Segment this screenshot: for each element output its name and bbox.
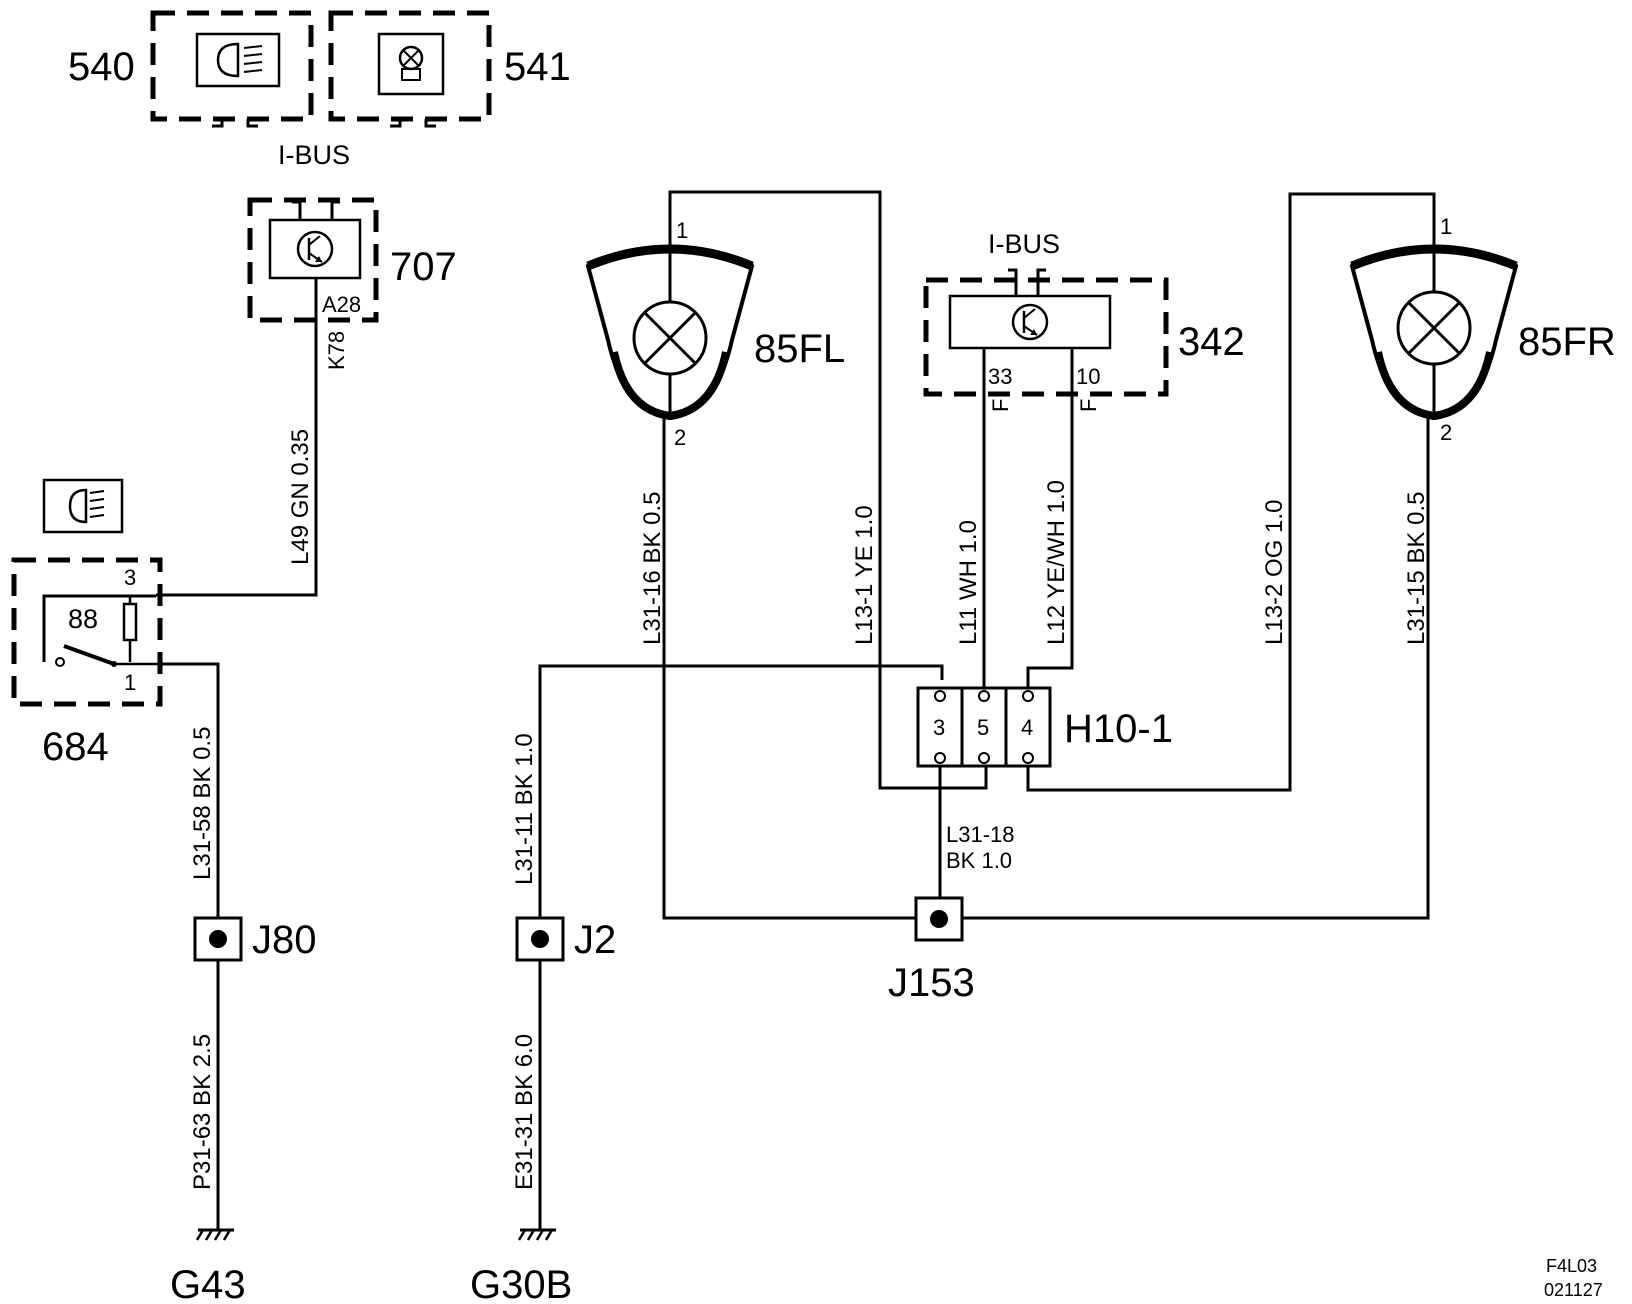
label-wire-l31-18-a: L31-18 xyxy=(946,822,1015,847)
diagram-date: 021127 xyxy=(1544,1280,1603,1300)
label-j2: J2 xyxy=(574,918,616,962)
label-540: 540 xyxy=(68,45,135,89)
relay-number: 88 xyxy=(68,604,98,634)
bulb-monitor-icon xyxy=(398,45,424,81)
connector-h10-1 xyxy=(916,686,1052,768)
label-wire-l31-15: L31-15 BK 0.5 xyxy=(1403,492,1430,645)
wire-l31-58-p31-63 xyxy=(160,662,220,1230)
label-wire-l13-1: L13-1 YE 1.0 xyxy=(851,505,878,645)
label-707: 707 xyxy=(390,245,457,289)
module-pin-33: 33 xyxy=(988,364,1012,389)
module-pin-f2: F xyxy=(1076,399,1101,412)
label-j80: J80 xyxy=(252,918,317,962)
connector-pin-4: 4 xyxy=(1021,715,1033,740)
wire-k78: K78 xyxy=(324,331,349,370)
pin-a28: A28 xyxy=(322,292,361,317)
relay-pin-3: 3 xyxy=(124,565,136,590)
ibus-label-left: I-BUS xyxy=(278,140,350,170)
label-wire-e31-31: E31-31 BK 6.0 xyxy=(511,1034,538,1190)
fr-pin-2: 2 xyxy=(1440,420,1452,445)
module-541 xyxy=(328,10,492,128)
relay-pin-1: 1 xyxy=(124,670,136,695)
wire-l12 xyxy=(1026,348,1074,688)
label-wire-l49: L49 GN 0.35 xyxy=(287,429,314,565)
wire-l13-2 xyxy=(1026,192,1436,792)
label-684: 684 xyxy=(42,725,109,769)
label-h10-1: H10-1 xyxy=(1064,707,1173,751)
wire-l49 xyxy=(156,278,318,597)
label-wire-l31-18-b: BK 1.0 xyxy=(946,848,1012,873)
label-342: 342 xyxy=(1178,320,1245,364)
module-540 xyxy=(150,10,314,128)
splice-j80-dot xyxy=(209,930,227,948)
label-wire-l11: L11 WH 1.0 xyxy=(955,520,982,645)
label-g30b: G30B xyxy=(470,1263,572,1304)
label-wire-l12: L12 YE/WH 1.0 xyxy=(1043,480,1070,645)
diagram-code: F4L03 xyxy=(1546,1256,1597,1276)
label-wire-p31-63: P31-63 BK 2.5 xyxy=(189,1034,216,1190)
fl-pin-1: 1 xyxy=(676,218,688,243)
label-wire-l31-58: L31-58 BK 0.5 xyxy=(189,727,216,880)
label-g43: G43 xyxy=(170,1263,246,1304)
module-342 xyxy=(923,268,1169,397)
splice-j2-dot xyxy=(531,930,549,948)
ibus-label-right: I-BUS xyxy=(988,229,1060,259)
transistor-icon xyxy=(296,230,334,268)
label-85fl: 85FL xyxy=(754,327,845,371)
relay-684 xyxy=(11,557,163,707)
label-j153: J153 xyxy=(888,961,975,1005)
transistor-icon xyxy=(1011,303,1049,341)
label-85fr: 85FR xyxy=(1518,320,1616,364)
fr-pin-1: 1 xyxy=(1440,214,1452,239)
switch-symbol-icon xyxy=(42,478,124,534)
lamp-85fr xyxy=(1349,240,1519,421)
module-pin-f1: F xyxy=(988,399,1013,412)
label-wire-l31-16: L31-16 BK 0.5 xyxy=(639,492,666,645)
ground-g43-icon xyxy=(195,1228,234,1241)
splice-j153-dot xyxy=(930,910,948,928)
ground-g30b-icon xyxy=(517,1228,556,1241)
module-707 xyxy=(247,197,379,323)
module-pin-10: 10 xyxy=(1076,364,1100,389)
bulb-icon xyxy=(1396,290,1472,366)
label-wire-l31-11: L31-11 BK 1.0 xyxy=(511,733,538,885)
connector-pin-5: 5 xyxy=(977,715,989,740)
lamp-85fl xyxy=(585,240,755,421)
fl-pin-2: 2 xyxy=(674,425,686,450)
label-wire-l13-2: L13-2 OG 1.0 xyxy=(1261,500,1288,645)
connector-pin-3: 3 xyxy=(933,715,945,740)
wire-ground-bus xyxy=(662,418,1430,920)
headlamp-icon xyxy=(216,42,263,78)
label-541: 541 xyxy=(504,45,571,89)
bulb-icon xyxy=(632,300,708,376)
wire-l13-1 xyxy=(668,190,988,790)
